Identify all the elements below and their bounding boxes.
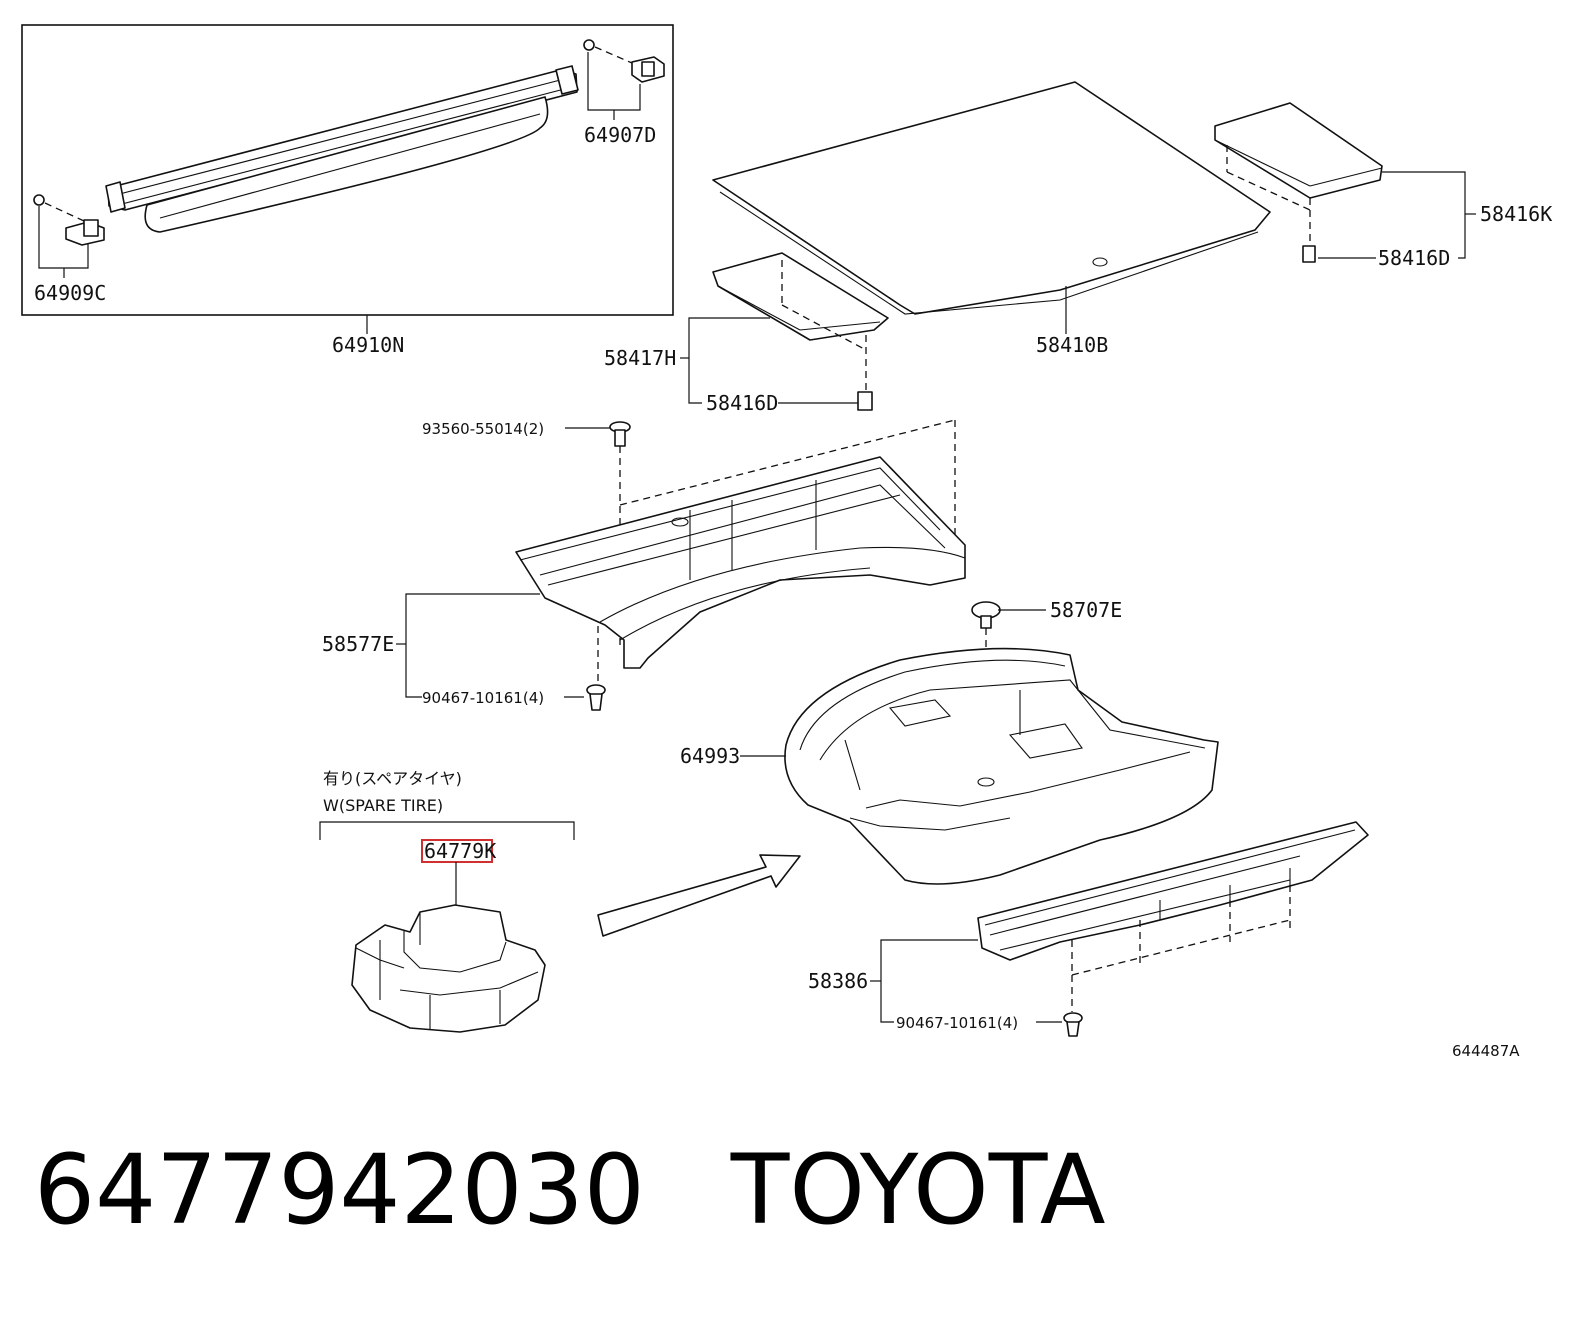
highlighted-part-box — [421, 839, 493, 863]
bracket-left-illustration — [33, 194, 105, 246]
direction-arrow — [597, 854, 801, 937]
label-64993[interactable]: 64993 — [680, 744, 740, 768]
spare-tire-cover-group: 58707E 64993 — [680, 598, 1219, 885]
deck-tray-group: 93560-55014(2) 58577E 90467-10161(4) — [322, 419, 966, 711]
label-90467-10161-sill[interactable]: 90467-10161(4) — [896, 1014, 1018, 1032]
spare-tire-spacer-illustration — [351, 904, 546, 1033]
label-58416K[interactable]: 58416K — [1480, 202, 1552, 226]
label-58707E[interactable]: 58707E — [1050, 598, 1122, 622]
label-58386[interactable]: 58386 — [808, 969, 868, 993]
deck-board-main-illustration — [712, 81, 1271, 315]
screw-upper-illustration — [609, 421, 631, 447]
tonneau-cover-frame — [21, 24, 674, 316]
spare-tire-cover-illustration — [784, 647, 1219, 885]
label-93560-55014[interactable]: 93560-55014(2) — [422, 420, 544, 438]
label-90467-10161-tray[interactable]: 90467-10161(4) — [422, 689, 544, 707]
clip-tray-illustration — [586, 684, 606, 711]
diagram-reference: 644487A — [1452, 1042, 1520, 1060]
label-58410B[interactable]: 58410B — [1036, 333, 1108, 357]
label-58416D-left[interactable]: 58416D — [706, 391, 778, 415]
deck-board-side-illustration — [1214, 102, 1383, 199]
footer-part-number: 6477942030 — [34, 1134, 645, 1246]
tonneau-cover-group: 64907D 64909C 64910N — [21, 24, 674, 357]
label-58417H[interactable]: 58417H — [604, 346, 676, 370]
label-58577E[interactable]: 58577E — [322, 632, 394, 656]
label-58416D-right[interactable]: 58416D — [1378, 246, 1450, 270]
tonneau-cover-illustration — [105, 65, 579, 233]
condition-bracket — [319, 821, 575, 840]
clip-right-illustration — [1302, 245, 1316, 263]
leader-58416K — [1382, 171, 1466, 259]
spare-tire-spacer-group: 有り(スペアタイヤ) W(SPARE TIRE) 64779K — [319, 769, 575, 1033]
bracket-right-illustration — [583, 39, 665, 83]
condition-note-en: W(SPARE TIRE) — [323, 796, 443, 815]
leader-64907D — [587, 52, 641, 111]
deck-board-group: 58416K 58416D 58410B 58417H 58416D — [604, 81, 1552, 415]
deck-board-sub-illustration — [712, 252, 889, 341]
label-64907D[interactable]: 64907D — [584, 123, 656, 147]
label-64909C[interactable]: 64909C — [34, 281, 106, 305]
condition-note-jp: 有り(スペアタイヤ) — [323, 769, 462, 788]
label-64779K[interactable]: 64779K — [424, 839, 496, 863]
label-64910N[interactable]: 64910N — [332, 333, 404, 357]
deck-tray-illustration — [515, 456, 966, 669]
rear-sill-group: 58386 90467-10161(4) — [808, 821, 1369, 1037]
footer-brand: TOYOTA — [730, 1134, 1106, 1246]
clip-left-illustration — [857, 391, 873, 411]
rear-sill-plate-illustration — [977, 821, 1369, 961]
clip-sill-illustration — [1063, 1012, 1083, 1037]
hole-plug-illustration — [971, 601, 1001, 629]
